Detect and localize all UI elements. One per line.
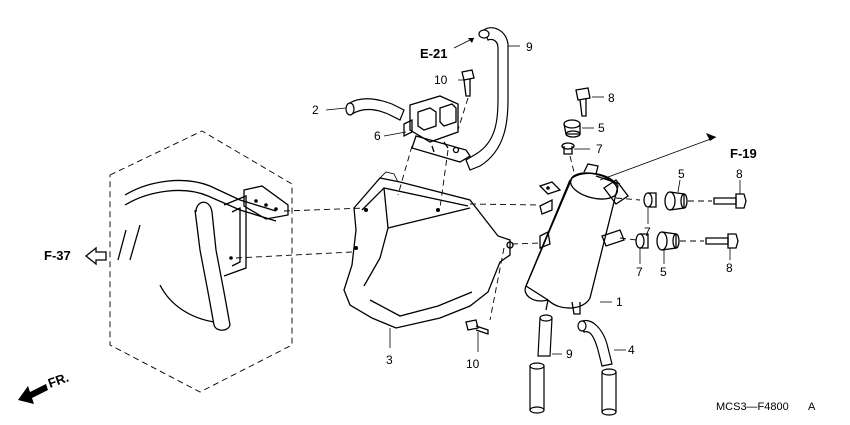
callout-labels: 2 6 10 9 8 5 7 1 3 10 9 4 7 7 5 5 8 8: [312, 40, 743, 371]
callout-7-right-lower: 7: [636, 265, 643, 279]
reference-f37[interactable]: F-37: [44, 246, 107, 266]
callout-8-right-lower: 8: [726, 261, 733, 275]
callout-9-upper: 9: [526, 40, 533, 54]
front-label: FR.: [46, 370, 71, 391]
diagram-code: MCS3—F4800 A: [716, 401, 816, 413]
callout-1: 1: [616, 295, 623, 309]
callout-10-upper: 10: [434, 73, 448, 87]
callout-5-right-lower: 5: [660, 265, 667, 279]
purge-valve-part-6: [403, 95, 471, 163]
arrow-icon: [706, 133, 716, 141]
diagram-code-text: MCS3—F4800: [716, 401, 789, 413]
hose-part-4: [577, 320, 617, 416]
evap-canister-part-1: [524, 163, 629, 315]
bolt-part-10-upper: [461, 69, 475, 97]
leader-lines: [325, 45, 741, 355]
bolt-part-8-upper: [575, 87, 591, 117]
callout-2: 2: [312, 103, 319, 117]
collar-part-7-upper: [561, 142, 575, 155]
arrow-left-icon: [84, 246, 107, 266]
canister-cover-part-3: [343, 171, 514, 329]
reference-f37-label[interactable]: F-37: [44, 248, 71, 263]
arrow-icon: [468, 38, 474, 43]
callout-8-upper: 8: [608, 91, 615, 105]
collar-part-7-right-upper: [643, 192, 657, 208]
callout-9-lower: 9: [566, 347, 573, 361]
bolt-part-8-right-upper: [713, 193, 747, 209]
reference-f19-label[interactable]: F-19: [730, 146, 757, 161]
callout-6: 6: [374, 129, 381, 143]
reference-e21-label[interactable]: E-21: [420, 46, 447, 61]
reference-f19[interactable]: F-19: [706, 133, 757, 161]
callout-4: 4: [628, 343, 635, 357]
grommet-part-5-right-lower: [656, 231, 680, 251]
bolt-part-10-lower: [465, 319, 489, 335]
grommet-part-5-upper: [563, 119, 581, 138]
grommet-part-5-right-upper: [664, 191, 688, 211]
callout-10-lower: 10: [466, 357, 480, 371]
diagram-code-suffix: A: [808, 401, 816, 413]
callout-7-right-upper: 7: [644, 225, 651, 239]
front-arrow-icon: [18, 384, 48, 404]
front-direction-indicator: FR.: [18, 370, 71, 404]
hose-part-9-lower: [529, 314, 553, 414]
callout-8-right-upper: 8: [736, 167, 743, 181]
frame-detail-inset: [109, 130, 293, 393]
bolt-part-8-right-lower: [705, 233, 739, 249]
callout-5-right-upper: 5: [678, 167, 685, 181]
hose-part-2: [345, 98, 405, 121]
hose-part-9-upper: [465, 27, 509, 171]
callout-3: 3: [386, 353, 393, 367]
reference-e21[interactable]: E-21: [420, 37, 475, 61]
callout-7-upper: 7: [596, 142, 603, 156]
callout-5-upper: 5: [598, 121, 605, 135]
